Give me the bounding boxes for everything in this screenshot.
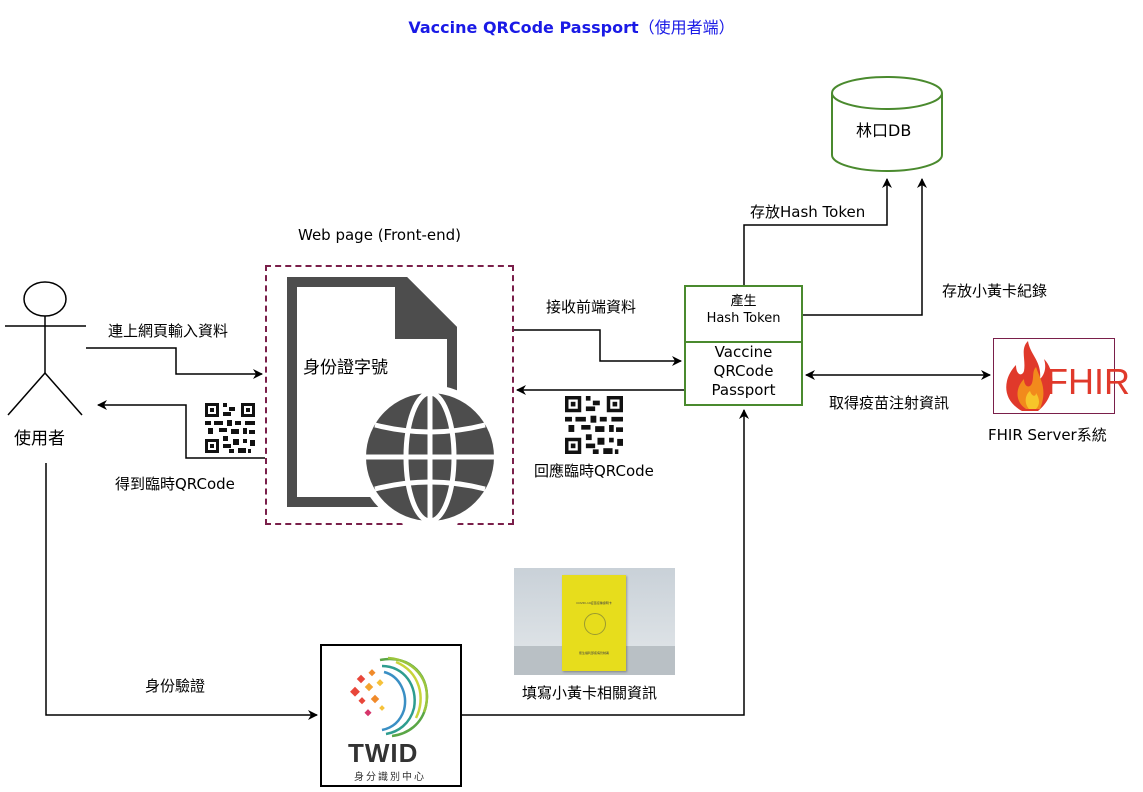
fhir-flame-icon: [1006, 341, 1053, 411]
actor-icon: [5, 281, 86, 416]
label-connect-input: 連上網頁輸入資料: [108, 322, 229, 340]
title-main: Vaccine QRCode Passport: [408, 18, 639, 37]
globe-icon: [358, 385, 502, 527]
generate-hash-line1: 產生: [730, 294, 757, 309]
passport-server-box: Vaccine QRCode Passport: [684, 343, 803, 406]
fhir-logo: FHIR: [993, 338, 1130, 414]
label-reply-qrcode: 回應臨時QRCode: [534, 462, 654, 480]
label-identity-verify: 身份驗證: [145, 677, 206, 695]
web-document-icon: [287, 277, 502, 527]
webpage-caption: Web page (Front-end): [298, 226, 462, 244]
actor-label: 使用者: [14, 429, 65, 449]
label-get-vaccine: 取得疫苗注射資訊: [829, 394, 950, 412]
generate-hash-line2: Hash Token: [706, 311, 781, 326]
title-sub: （使用者端）: [638, 18, 735, 37]
yellow-card: COVID-19疫苗接種證明卡 衛生福利部疾病管制署: [562, 575, 626, 671]
webpage-doc-text: 身份證字號: [303, 358, 388, 378]
edge-receive-frontend: [514, 329, 682, 366]
generate-hash-box: 產生 Hash Token: [684, 285, 803, 343]
passport-line2: QRCode: [713, 362, 774, 380]
label-receive-frontend: 接收前端資料: [546, 298, 637, 316]
passport-line3: Passport: [711, 381, 776, 399]
database-label: 林口DB: [856, 121, 912, 140]
twid-emblem-icon: [350, 656, 429, 738]
label-get-qrcode: 得到臨時QRCode: [115, 475, 235, 493]
edge-connect-input: [86, 347, 263, 379]
fhir-label: FHIR Server系統: [988, 426, 1107, 444]
twid-subtitle: 身分識別中心: [354, 772, 426, 783]
card-seal-icon: [584, 613, 606, 635]
label-store-card: 存放小黃卡紀錄: [942, 282, 1048, 300]
edge-get-qrcode: [97, 400, 265, 459]
card-issuer: 衛生福利部疾病管制署: [578, 651, 609, 655]
edge-identity-verify: [45, 463, 318, 720]
label-store-hash: 存放Hash Token: [750, 203, 866, 221]
passport-line1: Vaccine: [714, 343, 773, 361]
yellow-card-photo: COVID-19疫苗接種證明卡 衛生福利部疾病管制署: [514, 568, 675, 675]
diagram-title: Vaccine QRCode Passport（使用者端）: [0, 14, 1143, 38]
label-fill-card: 填寫小黃卡相關資訊: [522, 684, 658, 702]
fhir-logo-text: FHIR: [1046, 361, 1130, 402]
twid-logo: TWID 身分識別中心: [320, 644, 462, 787]
edge-store-card: [803, 178, 927, 316]
database-icon: [831, 76, 943, 172]
edge-fill-card: [462, 409, 749, 716]
twid-logo-text: TWID: [348, 738, 419, 768]
card-title: COVID-19疫苗接種證明卡: [576, 601, 612, 605]
edge-store-hash: [743, 178, 892, 285]
webpage-frontend: 身份證字號: [265, 265, 514, 527]
